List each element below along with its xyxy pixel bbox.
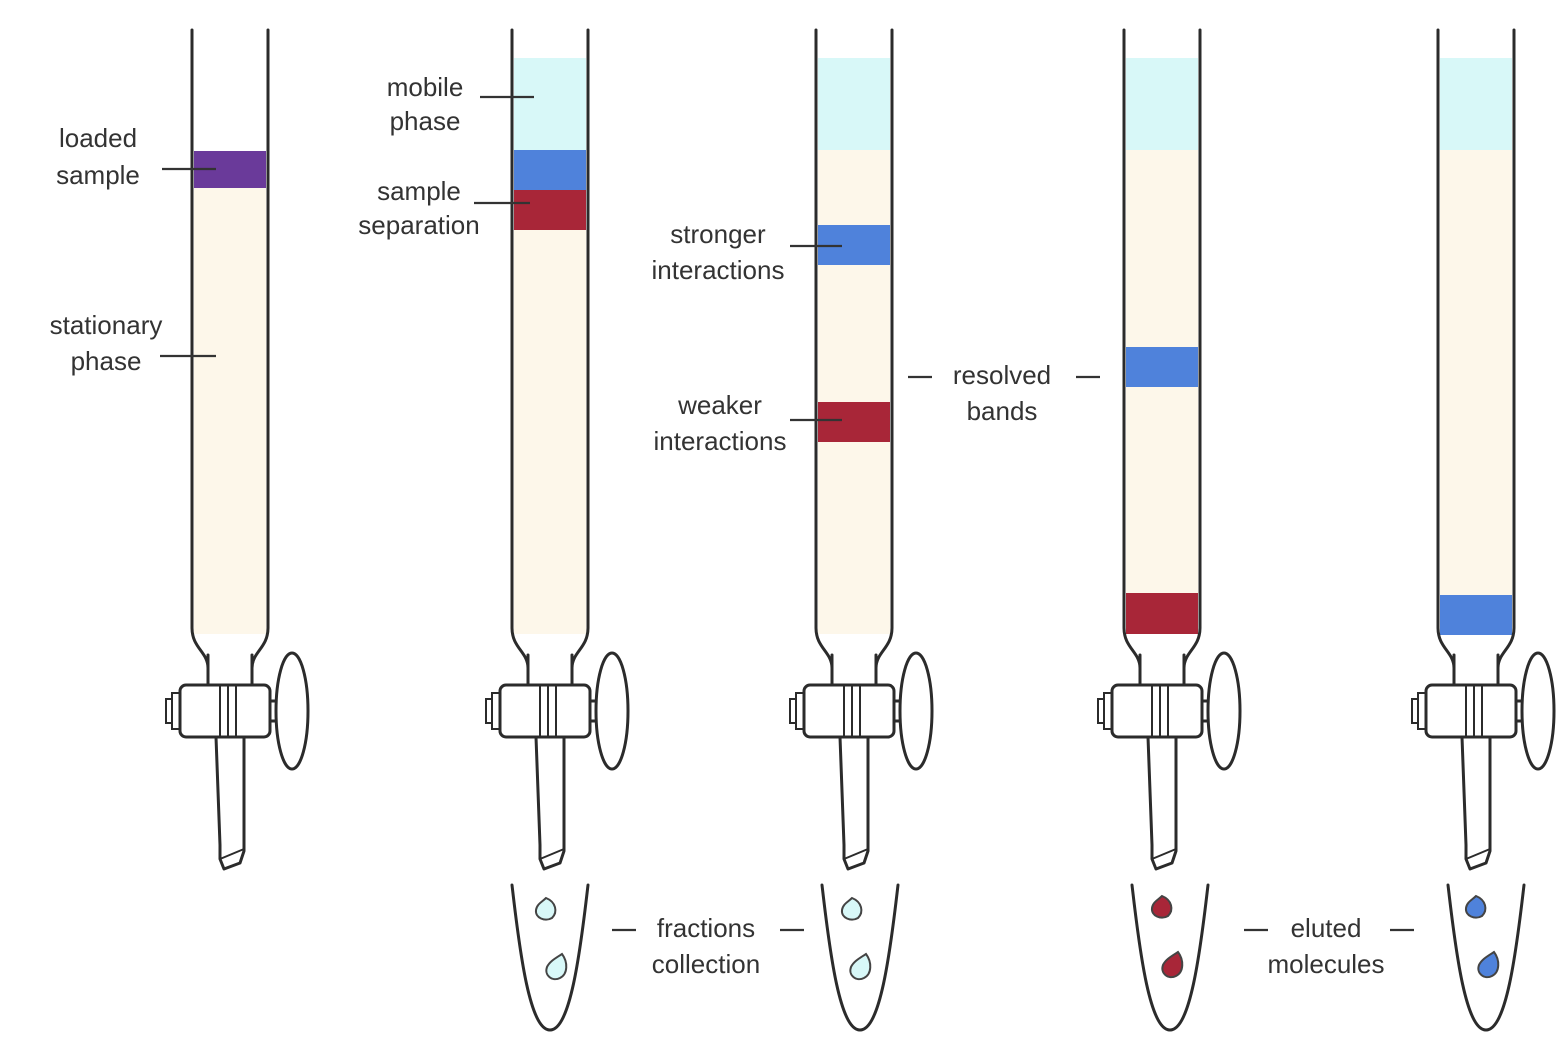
label-line: phase: [71, 346, 142, 376]
label-line: resolved: [953, 360, 1051, 390]
stationary-phase-fill: [194, 188, 266, 634]
strong-band: [1440, 595, 1512, 635]
droplet-icon: [545, 952, 568, 981]
label-sample-separation: sample separation: [358, 176, 530, 240]
droplet-icon: [1464, 894, 1487, 919]
label-loaded-sample: loaded sample: [56, 123, 216, 190]
column-5: [1410, 28, 1556, 1032]
label-line: fractions: [657, 913, 755, 943]
stopcock-icon: [164, 651, 310, 871]
label-weaker-interactions: weaker interactions: [654, 390, 842, 456]
label-eluted-molecules: eluted molecules: [1244, 913, 1414, 979]
mobile-phase-fill: [514, 58, 586, 150]
label-line: mobile: [387, 72, 464, 102]
label-mobile-phase: mobile phase: [387, 72, 534, 136]
label-line: weaker: [677, 390, 762, 420]
stationary-phase-fill: [818, 150, 890, 634]
mobile-phase-fill: [1126, 58, 1198, 150]
label-line: molecules: [1267, 949, 1384, 979]
droplet-icon: [1161, 950, 1184, 979]
weak-band: [818, 402, 890, 442]
label-fractions-collection: fractions collection: [612, 913, 804, 979]
column-1: [164, 28, 310, 871]
label-line: phase: [390, 106, 461, 136]
column-3: [788, 28, 934, 1032]
strong-band: [514, 150, 586, 190]
mobile-phase-fill: [818, 58, 890, 150]
label-stronger-interactions: stronger interactions: [652, 219, 842, 285]
label-stationary-phase: stationary phase: [50, 310, 216, 376]
label-resolved-bands: resolved bands: [908, 360, 1100, 426]
label-line: interactions: [652, 255, 785, 285]
column-4: [1096, 28, 1242, 1032]
droplet-icon: [1477, 950, 1500, 979]
label-line: sample: [56, 160, 140, 190]
label-line: bands: [967, 396, 1038, 426]
strong-band: [1126, 347, 1198, 387]
stationary-phase-fill: [1126, 150, 1198, 634]
stopcock-icon: [788, 651, 934, 871]
droplet-icon: [840, 896, 863, 921]
label-line: stronger: [670, 219, 766, 249]
stationary-phase-fill: [514, 230, 586, 634]
label-line: eluted: [1291, 913, 1362, 943]
stopcock-icon: [1096, 651, 1242, 871]
droplet-icon: [849, 952, 872, 981]
weak-band: [1126, 593, 1198, 634]
column-2: [484, 28, 630, 1032]
mobile-phase-fill: [1440, 58, 1512, 150]
label-line: loaded: [59, 123, 137, 153]
weak-band: [514, 190, 586, 230]
label-line: stationary: [50, 310, 163, 340]
droplet-icon: [1150, 894, 1173, 919]
droplet-icon: [534, 896, 557, 921]
label-line: sample: [377, 176, 461, 206]
stationary-phase-fill: [1440, 150, 1512, 634]
label-line: separation: [358, 210, 479, 240]
label-line: interactions: [654, 426, 787, 456]
label-line: collection: [652, 949, 760, 979]
stopcock-icon: [484, 651, 630, 871]
stopcock-icon: [1410, 651, 1556, 871]
